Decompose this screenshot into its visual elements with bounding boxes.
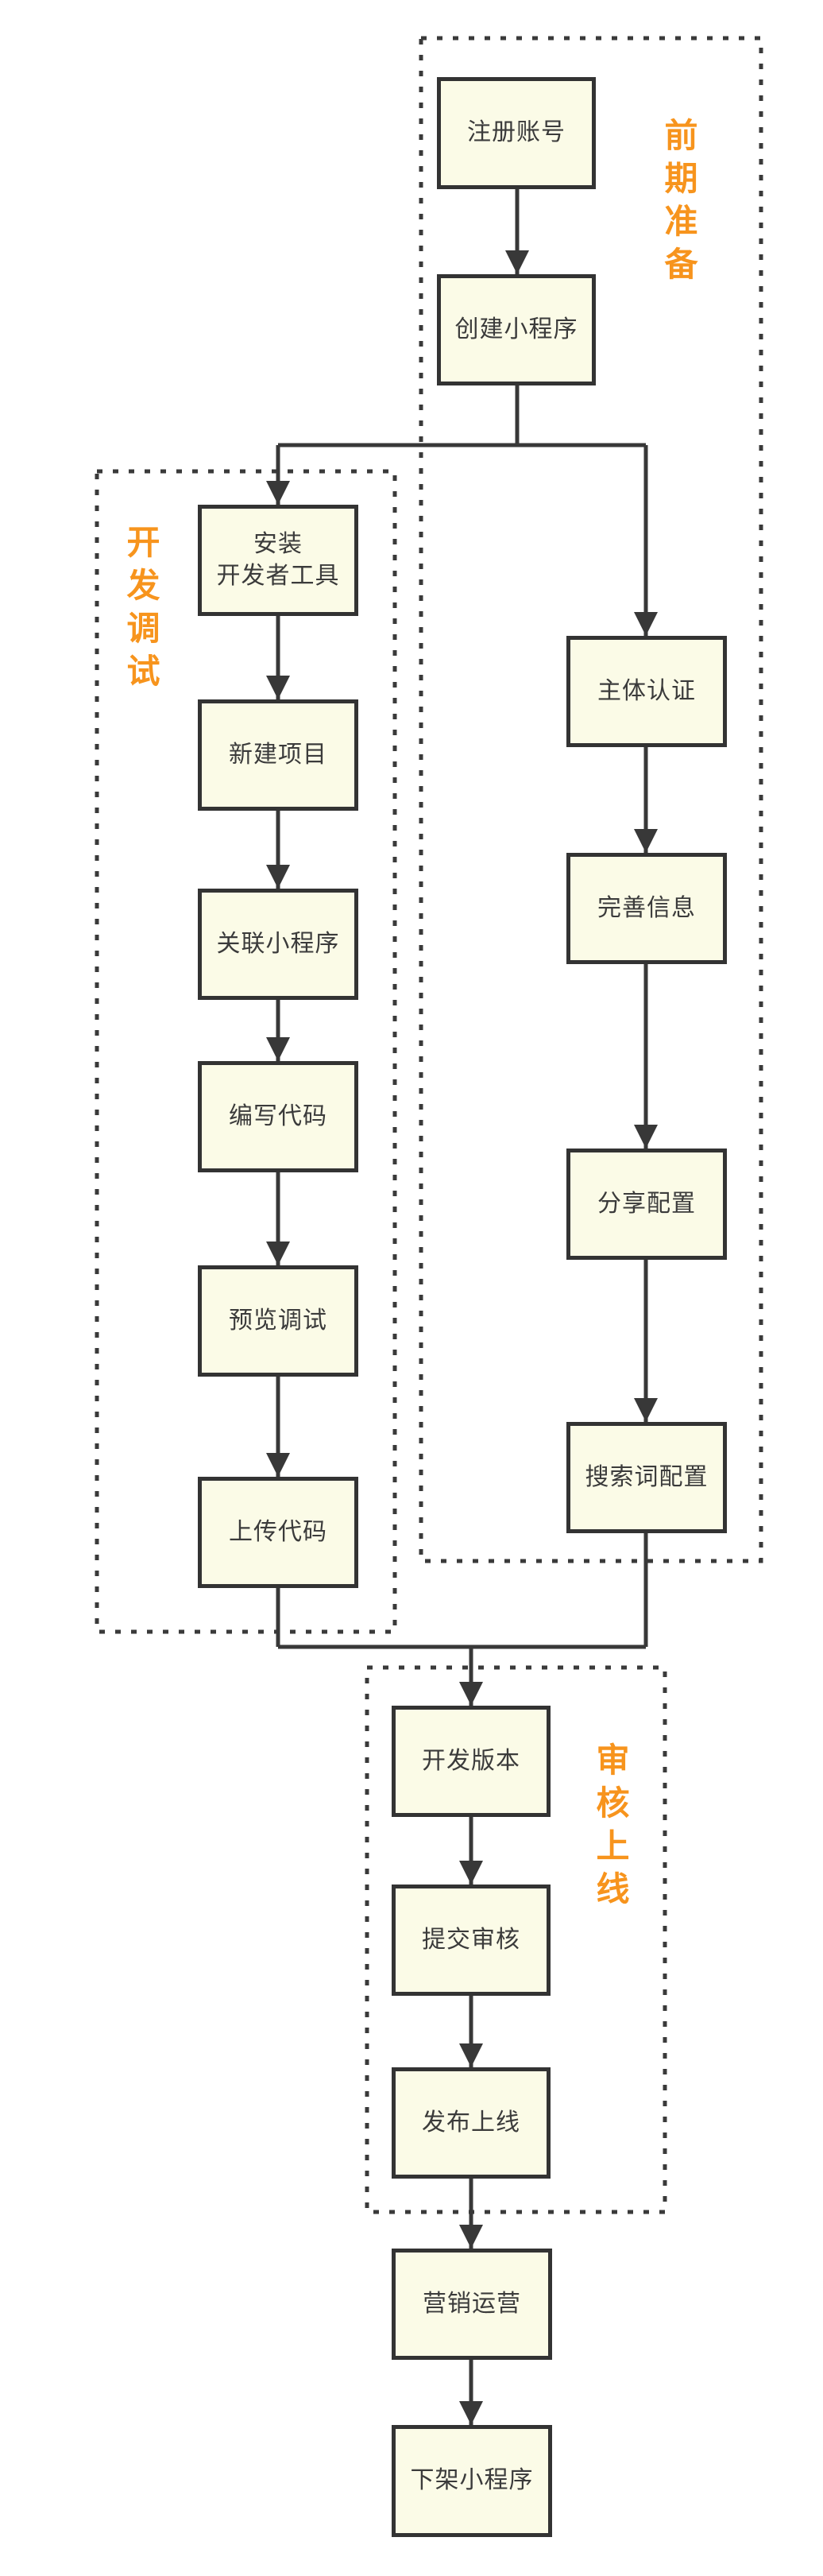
group-label-review-launch: 审核上线 xyxy=(592,1742,629,1914)
node-marketing-operation: 营销运营 xyxy=(392,2249,552,2360)
node-submit-review: 提交审核 xyxy=(392,1885,551,1996)
group-box-preparation xyxy=(419,36,763,1563)
node-upload-code: 上传代码 xyxy=(198,1477,358,1588)
node-complete-info: 完善信息 xyxy=(566,853,727,964)
node-publish-online: 发布上线 xyxy=(392,2067,551,2179)
node-register-account: 注册账号 xyxy=(437,77,596,189)
node-install-devtools: 安装 开发者工具 xyxy=(198,505,358,616)
node-write-code: 编写代码 xyxy=(198,1061,358,1172)
group-box-dev-debug xyxy=(95,469,397,1634)
node-subject-verification: 主体认证 xyxy=(566,636,727,747)
node-link-miniprogram: 关联小程序 xyxy=(198,889,358,1000)
node-dev-version: 开发版本 xyxy=(392,1706,551,1817)
node-search-keyword-config: 搜索词配置 xyxy=(566,1422,727,1533)
node-new-project: 新建项目 xyxy=(198,699,358,811)
node-share-config: 分享配置 xyxy=(566,1149,727,1260)
group-label-preparation: 前期准备 xyxy=(660,118,697,289)
node-preview-debug: 预览调试 xyxy=(198,1265,358,1377)
node-create-miniprogram: 创建小程序 xyxy=(437,274,596,385)
group-label-dev-debug: 开发调试 xyxy=(122,525,160,696)
node-remove-miniprogram: 下架小程序 xyxy=(392,2425,552,2537)
